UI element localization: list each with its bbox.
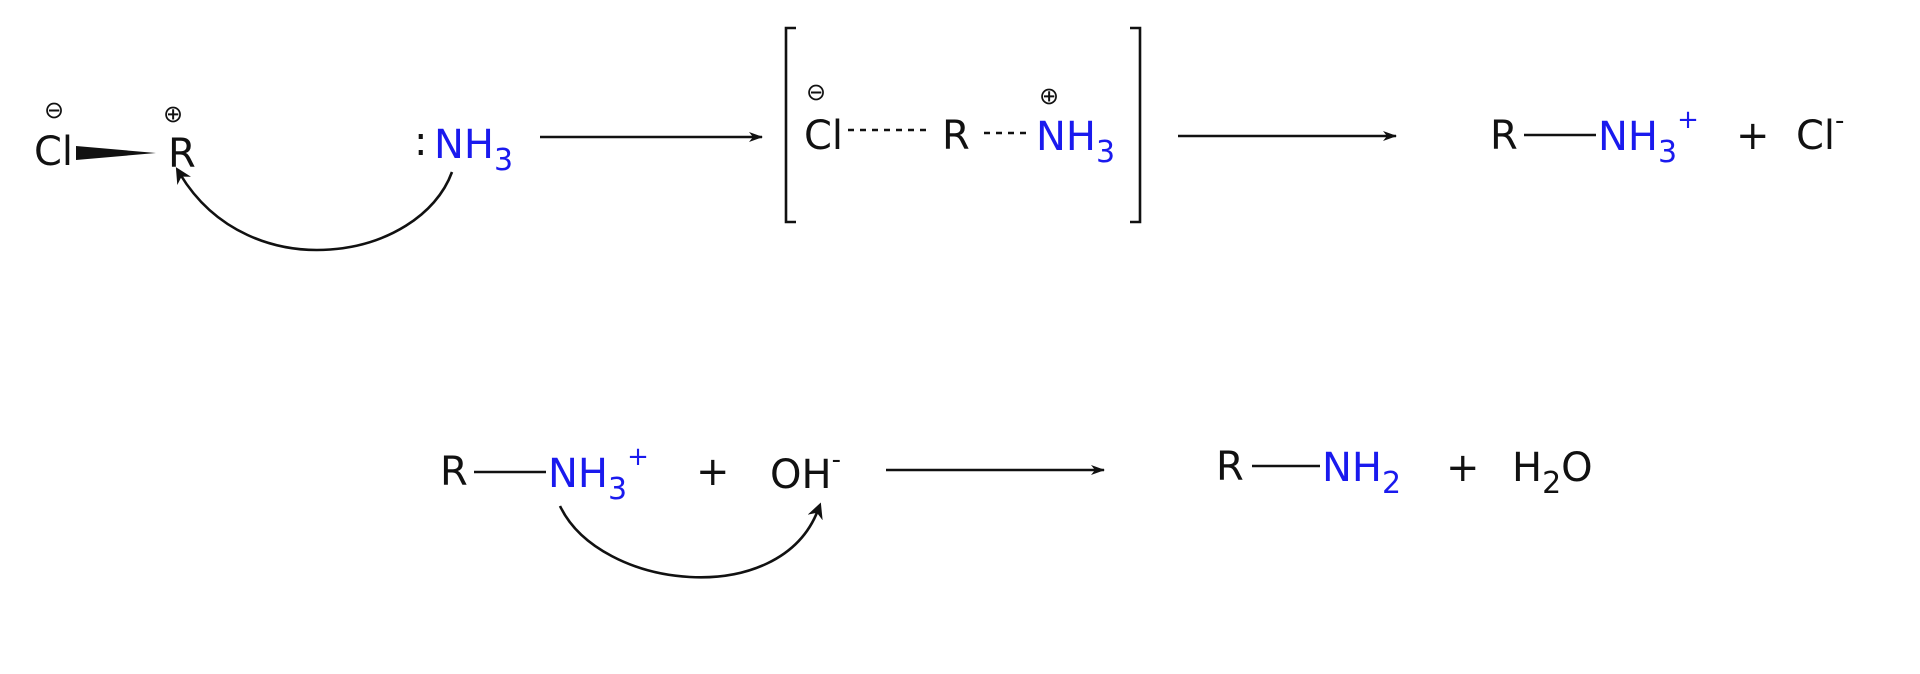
lone-pair-label: : [414,119,427,165]
curved-arrow-icon [558,502,823,579]
ammonia-nucleophile: : NH3 [414,119,513,178]
carbocation-charge-label: ⊕ [163,100,183,128]
ammonium-ion-label: NH3+ [1598,105,1699,170]
ts-ammonium-charge-label: ⊕ [1039,82,1059,110]
ts-r-group-label: R [942,113,970,159]
hydroxide-ion-label: OH- [770,445,841,498]
amine-r-group-label: R [1216,444,1244,490]
r2-r-group-label: R [440,449,468,495]
transition-state: ⊖ Cl R ⊕ NH3 [784,26,1142,224]
reaction2-reactant: R NH3+ [440,442,649,507]
left-bracket-icon [784,26,796,224]
product-r-group-label: R [1490,113,1518,159]
reaction2-products: R NH2 + H2O [1216,444,1593,501]
reaction1-products: R NH3+ + Cl- [1490,105,1844,170]
ammonia-label: NH3 [434,122,513,178]
chloride-ion-label: Cl- [1796,106,1844,159]
r-group-label: R [168,131,196,177]
chloride-charge-label: ⊖ [44,96,64,124]
ts-chlorine-label: Cl [804,113,843,159]
curved-arrow-icon [175,167,454,252]
wedge-bond-icon [76,146,156,160]
ts-chloride-charge-label: ⊖ [806,78,826,106]
right-bracket-icon [1130,26,1142,224]
reactant-chloroalkane: ⊖ Cl ⊕ R [34,96,196,177]
plus-sign: + [696,449,730,495]
plus-sign: + [1736,113,1770,159]
ts-ammonia-label: NH3 [1036,114,1115,170]
water-label: H2O [1512,445,1593,501]
r2-ammonium-label: NH3+ [548,442,649,507]
plus-sign: + [1446,445,1480,491]
amine-label: NH2 [1322,445,1401,501]
chlorine-atom-label: Cl [34,129,73,175]
